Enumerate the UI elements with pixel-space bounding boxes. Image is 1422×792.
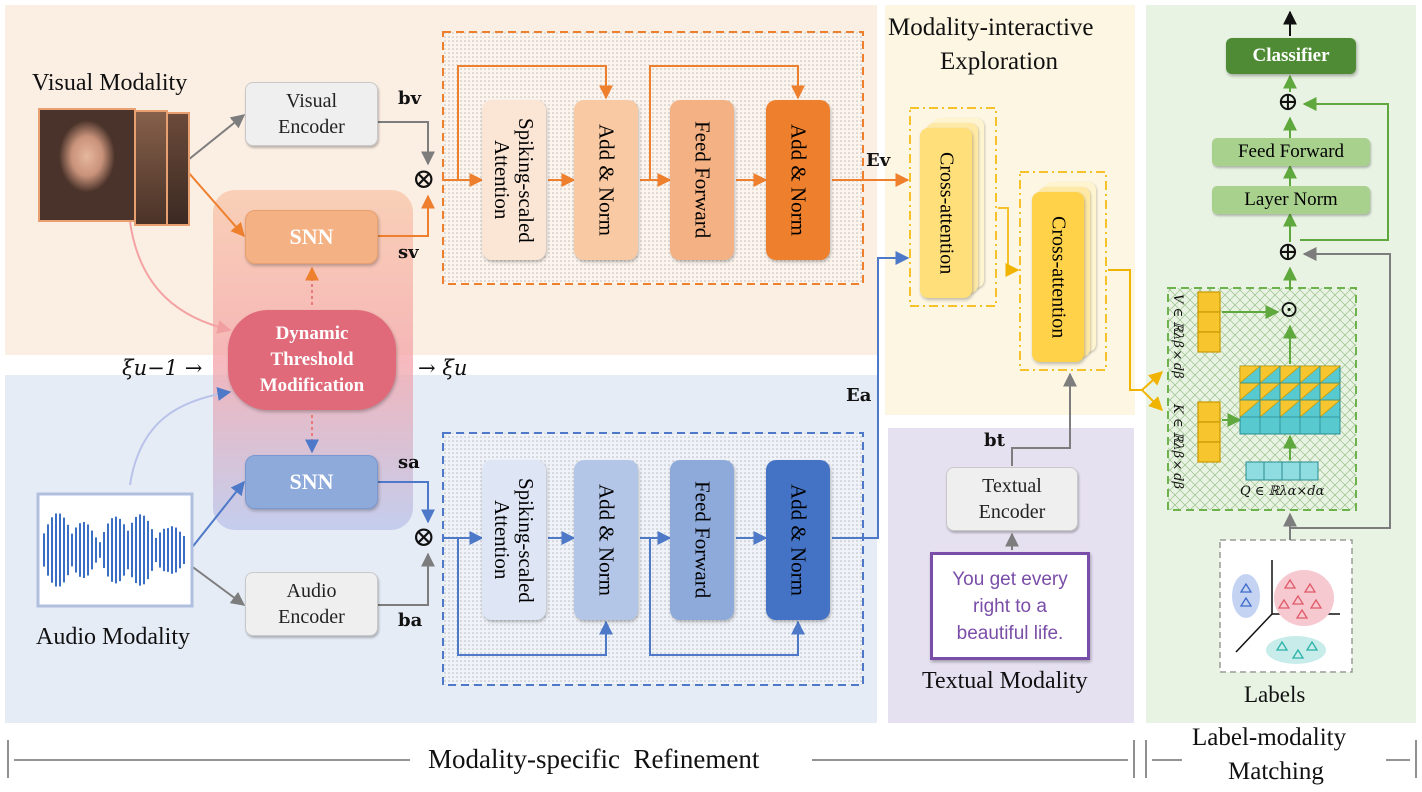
snn-audio-label: SNN [289, 469, 334, 494]
label-space [1232, 560, 1340, 664]
value-matrix [1197, 291, 1221, 353]
interactive-subtitle: Exploration [940, 48, 1059, 75]
xi-prev-text: ξu−1 → [122, 356, 203, 380]
sa-label: sa [398, 452, 420, 473]
snn-visual: SNN [245, 210, 378, 264]
head-layer-norm: Layer Norm [1212, 186, 1370, 214]
v-dim-label: V ∈ ℝλβ×dβ [1170, 294, 1185, 379]
audio-feed-forward: Feed Forward [670, 460, 734, 620]
labels-title: Labels [1244, 682, 1306, 707]
k-dim-label: K ∈ ℝλβ×dβ [1170, 404, 1185, 489]
visual-spiking-attention: Spiking-scaled Attention [482, 100, 546, 260]
audio-waveform [36, 492, 194, 608]
sv-label: sv [398, 242, 419, 263]
textual-encoder-label: Textual Encoder [978, 475, 1046, 523]
otimes-audio: ⊗ [412, 522, 436, 553]
video-frame-front [38, 108, 136, 222]
visual-encoder-label: Visual Encoder [278, 90, 345, 138]
audio-modality-label: Audio Modality [36, 624, 190, 650]
bt-label: bt [984, 430, 1005, 451]
audio-add-norm-1-label: Add & Norm [594, 484, 619, 596]
video-frame-mid [134, 110, 168, 226]
visual-feed-forward: Feed Forward [670, 100, 734, 260]
audio-add-norm-2-label: Add & Norm [786, 484, 811, 596]
visual-feed-forward-label: Feed Forward [690, 121, 715, 239]
text-sample-content: You get every right to a beautiful life. [952, 568, 1068, 644]
cross-attention-1-label: Cross-attention [935, 151, 958, 275]
audio-spiking-attention: Spiking-scaled Attention [482, 460, 546, 620]
cross-attention-2-front: Cross-attention [1032, 192, 1084, 362]
audio-encoder-label: Audio Encoder [278, 580, 345, 628]
head-feed-forward-label: Feed Forward [1237, 141, 1345, 162]
q-dim-label: Q ∈ ℝλα×dα [1240, 484, 1325, 499]
oplus-bottom: ⊕ [1277, 237, 1299, 266]
audio-add-norm-2: Add & Norm [766, 460, 830, 620]
classifier-label: Classifier [1252, 45, 1330, 66]
textual-encoder: Textual Encoder [946, 467, 1078, 531]
text-sample: You get every right to a beautiful life. [930, 552, 1090, 660]
visual-spiking-attention-label: Spiking-scaled Attention [490, 117, 538, 243]
audio-feed-forward-label: Feed Forward [690, 481, 715, 599]
label-modality-span-label: Label-modality [1192, 724, 1347, 751]
xi-next-text: → ξu [418, 356, 468, 380]
cross-attn-2-frame [1019, 171, 1107, 371]
xi-next-label: → ξu [418, 356, 467, 380]
ea-label: Ea [846, 385, 872, 406]
snn-visual-label: SNN [289, 224, 334, 249]
ba-label: ba [398, 610, 423, 631]
otimes-visual: ⊗ [412, 164, 436, 195]
cross-attention-2: Cross-attention [1032, 182, 1102, 362]
visual-add-norm-2: Add & Norm [766, 100, 830, 260]
visual-add-norm-2-label: Add & Norm [786, 124, 811, 236]
span-rules [7, 740, 1417, 778]
audio-encoder: Audio Encoder [245, 572, 378, 636]
cross-attention-2-label: Cross-attention [1047, 215, 1070, 339]
dtm-label: Dynamic Threshold Modification [259, 323, 365, 396]
ev-label: Ev [866, 150, 891, 171]
oplus-top: ⊕ [1277, 87, 1299, 116]
cross-attn-1-frame [909, 107, 997, 307]
visual-modality-label: Visual Modality [32, 70, 188, 96]
query-matrix [1245, 461, 1319, 481]
cross-attention-1: Cross-attention [920, 118, 990, 298]
textual-modality-label: Textual Modality [922, 668, 1088, 694]
visual-add-norm-1-label: Add & Norm [594, 124, 619, 236]
audio-spiking-attention-label: Spiking-scaled Attention [490, 477, 538, 603]
snn-audio: SNN [245, 455, 378, 509]
odot-symbol: ⊙ [1279, 297, 1300, 323]
audio-add-norm-1: Add & Norm [574, 460, 638, 620]
bv-label: bv [398, 88, 422, 109]
classifier-box: Classifier [1226, 38, 1356, 74]
matching-span-label: Matching [1228, 758, 1324, 785]
visual-frames [38, 108, 190, 226]
interactive-title: Modality-interactive [888, 14, 1094, 41]
key-matrix [1197, 401, 1221, 463]
dynamic-threshold-modification: Dynamic Threshold Modification [228, 310, 396, 410]
cross-attention-1-front: Cross-attention [920, 128, 972, 298]
attention-matrix [1239, 365, 1342, 435]
visual-add-norm-1: Add & Norm [574, 100, 638, 260]
refinement-span-label: Modality-specific Refinement [428, 744, 760, 774]
xi-prev-label: ξu−1 → [122, 356, 202, 380]
head-layer-norm-label: Layer Norm [1244, 189, 1338, 210]
visual-encoder: Visual Encoder [245, 82, 378, 146]
head-feed-forward: Feed Forward [1212, 138, 1370, 166]
